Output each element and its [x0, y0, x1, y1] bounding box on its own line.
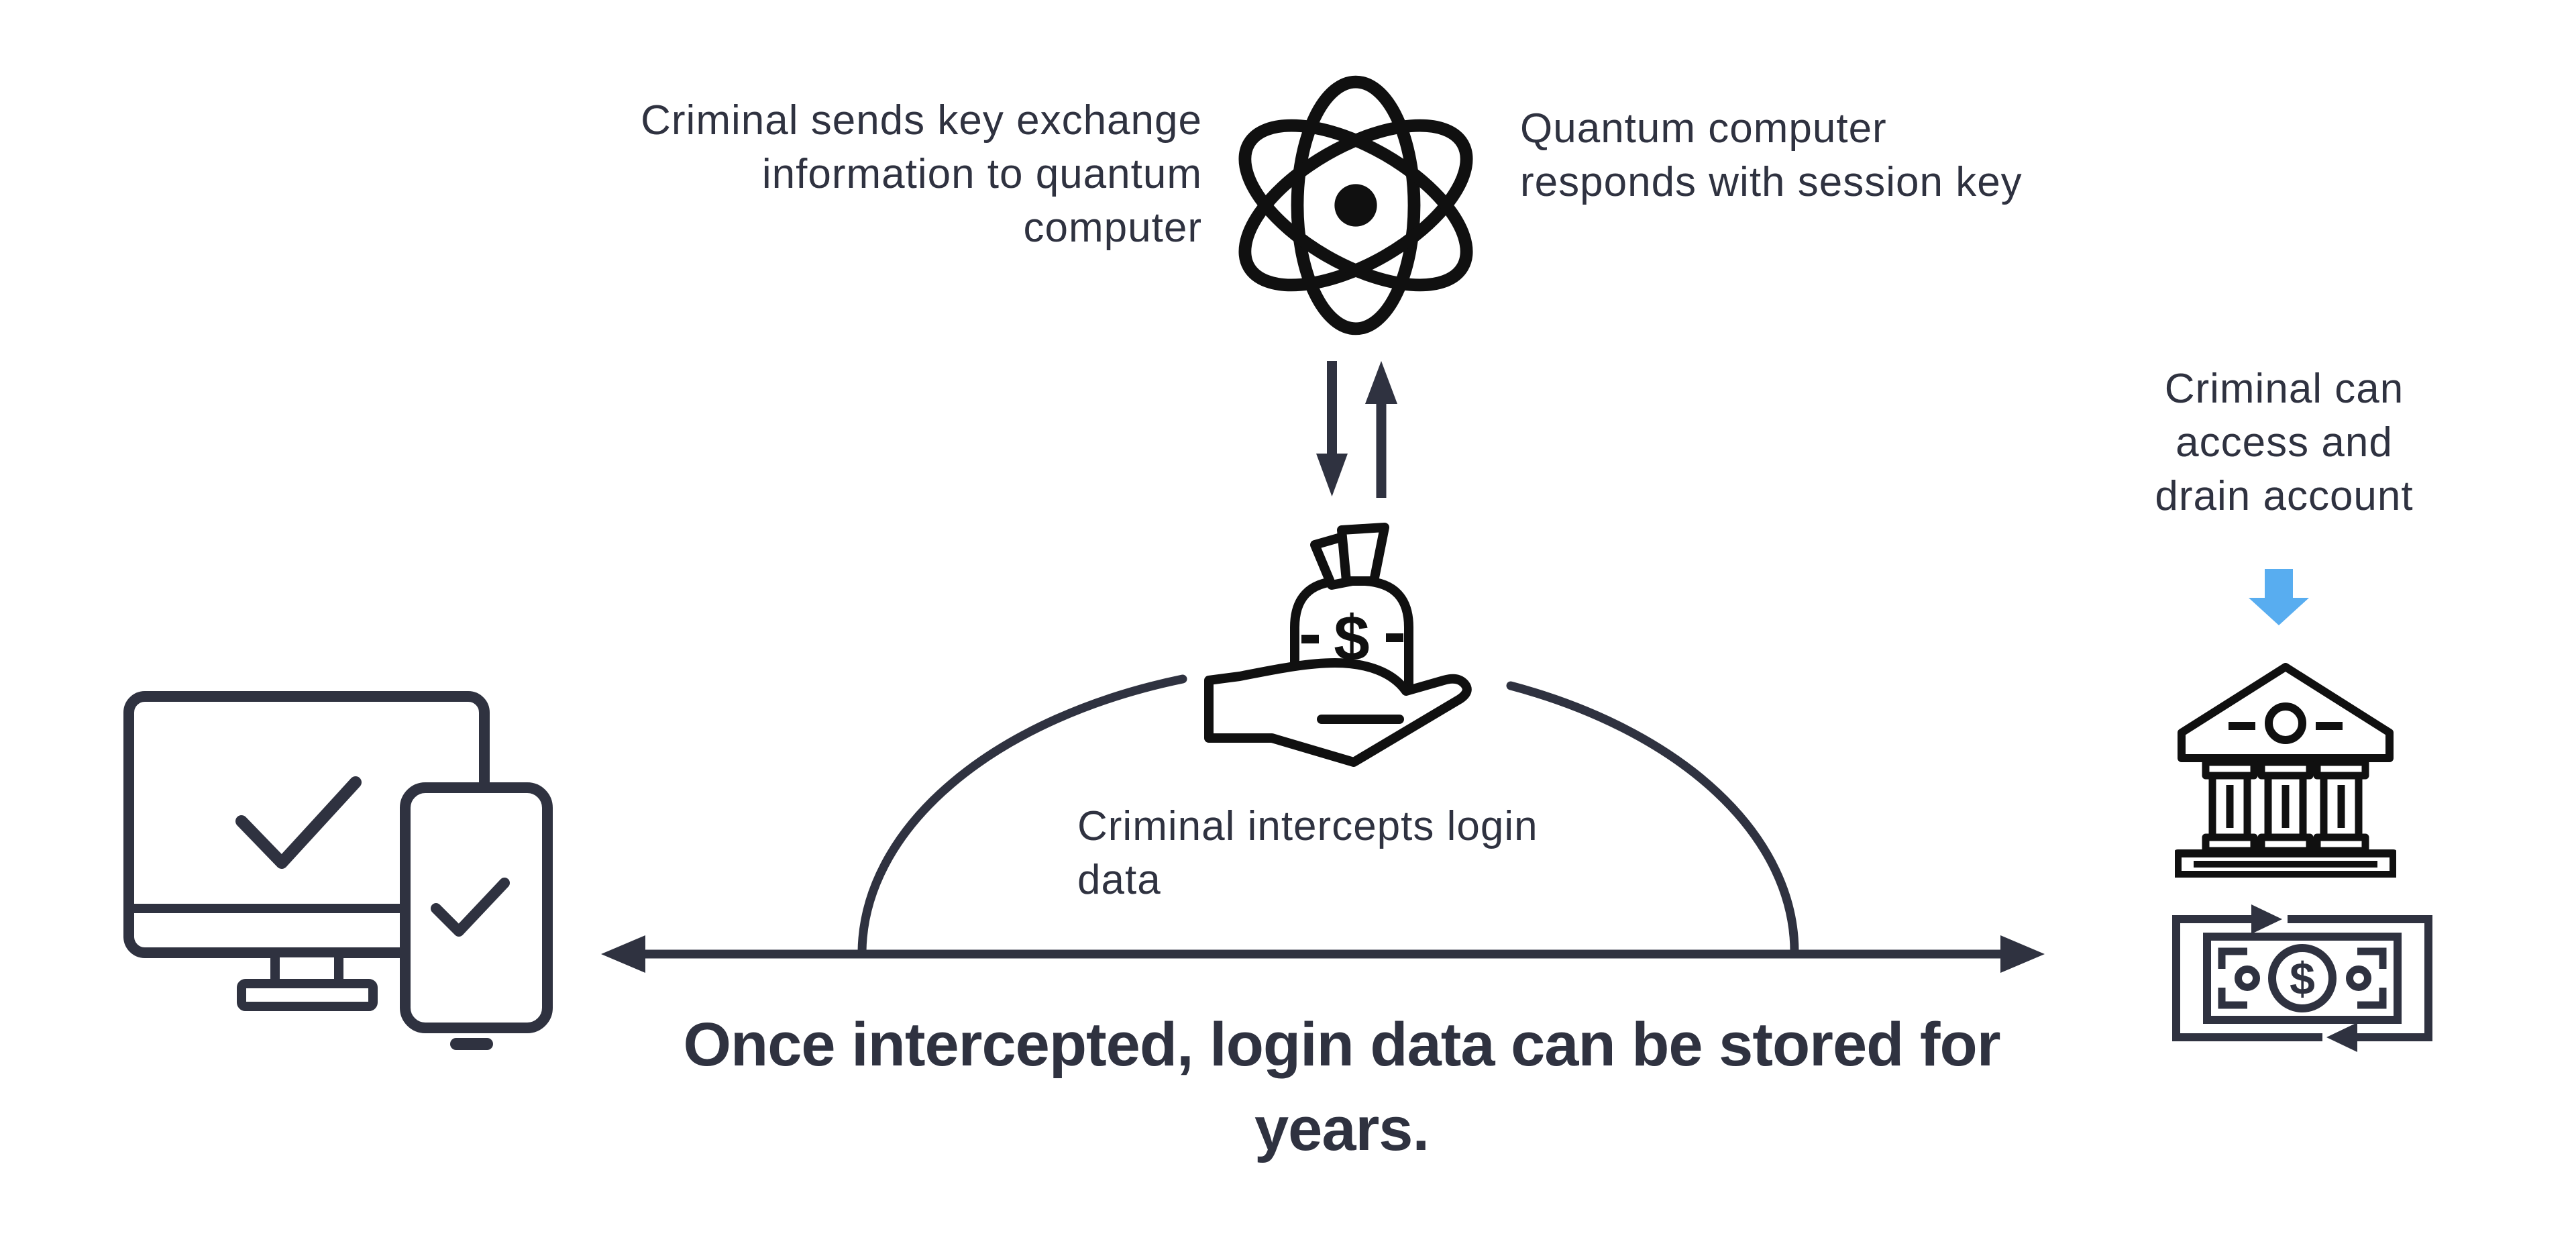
- dollar-bill: [2203, 933, 2402, 1024]
- hand: [1204, 658, 1472, 767]
- checkmark: [235, 776, 362, 869]
- money-transfer-icon: $: [2172, 904, 2432, 1052]
- arrowhead-left: [601, 935, 645, 973]
- annotation-access-drain-account: Criminal can access and drain account: [2155, 366, 2414, 519]
- annotation-send-key-exchange: Criminal sends key exchange information …: [641, 97, 1202, 251]
- double-headed-arrow: [601, 935, 2045, 973]
- pediment-circle: [2265, 702, 2306, 744]
- circulation-arrows: [2172, 904, 2432, 1052]
- headline: Once intercepted, login data can be stor…: [683, 1010, 2000, 1163]
- arrowhead-right: [2000, 935, 2045, 973]
- annotation-intercepts-login: Criminal intercepts login data: [1077, 803, 1538, 903]
- checkmark: [431, 878, 510, 937]
- annotation-quantum-responds: Quantum computer responds with session k…: [1520, 105, 2023, 205]
- atom-nucleus: [1334, 184, 1377, 227]
- dollar-sign: $: [1334, 603, 1369, 674]
- money-bag-in-hand-icon: $: [1204, 523, 1472, 767]
- phone: [400, 782, 553, 1050]
- down-arrow: [1316, 361, 1348, 496]
- pediment: [2178, 663, 2394, 762]
- dollar-dash-left: [1301, 635, 1319, 643]
- monitor: [123, 691, 490, 1011]
- dollar-dash-right: [1386, 633, 1403, 642]
- columns: [2202, 758, 2369, 855]
- blue-down-arrow-icon: [2249, 569, 2309, 625]
- down-up-arrows-icon: [1316, 361, 1397, 498]
- dollar-sign: $: [2290, 953, 2315, 1004]
- bag-tie-right: [1337, 523, 1389, 586]
- up-arrow: [1365, 361, 1397, 498]
- computer-and-phone-icon: [123, 691, 553, 1050]
- atom-icon: [1238, 75, 1473, 335]
- bank-icon: [2175, 663, 2396, 878]
